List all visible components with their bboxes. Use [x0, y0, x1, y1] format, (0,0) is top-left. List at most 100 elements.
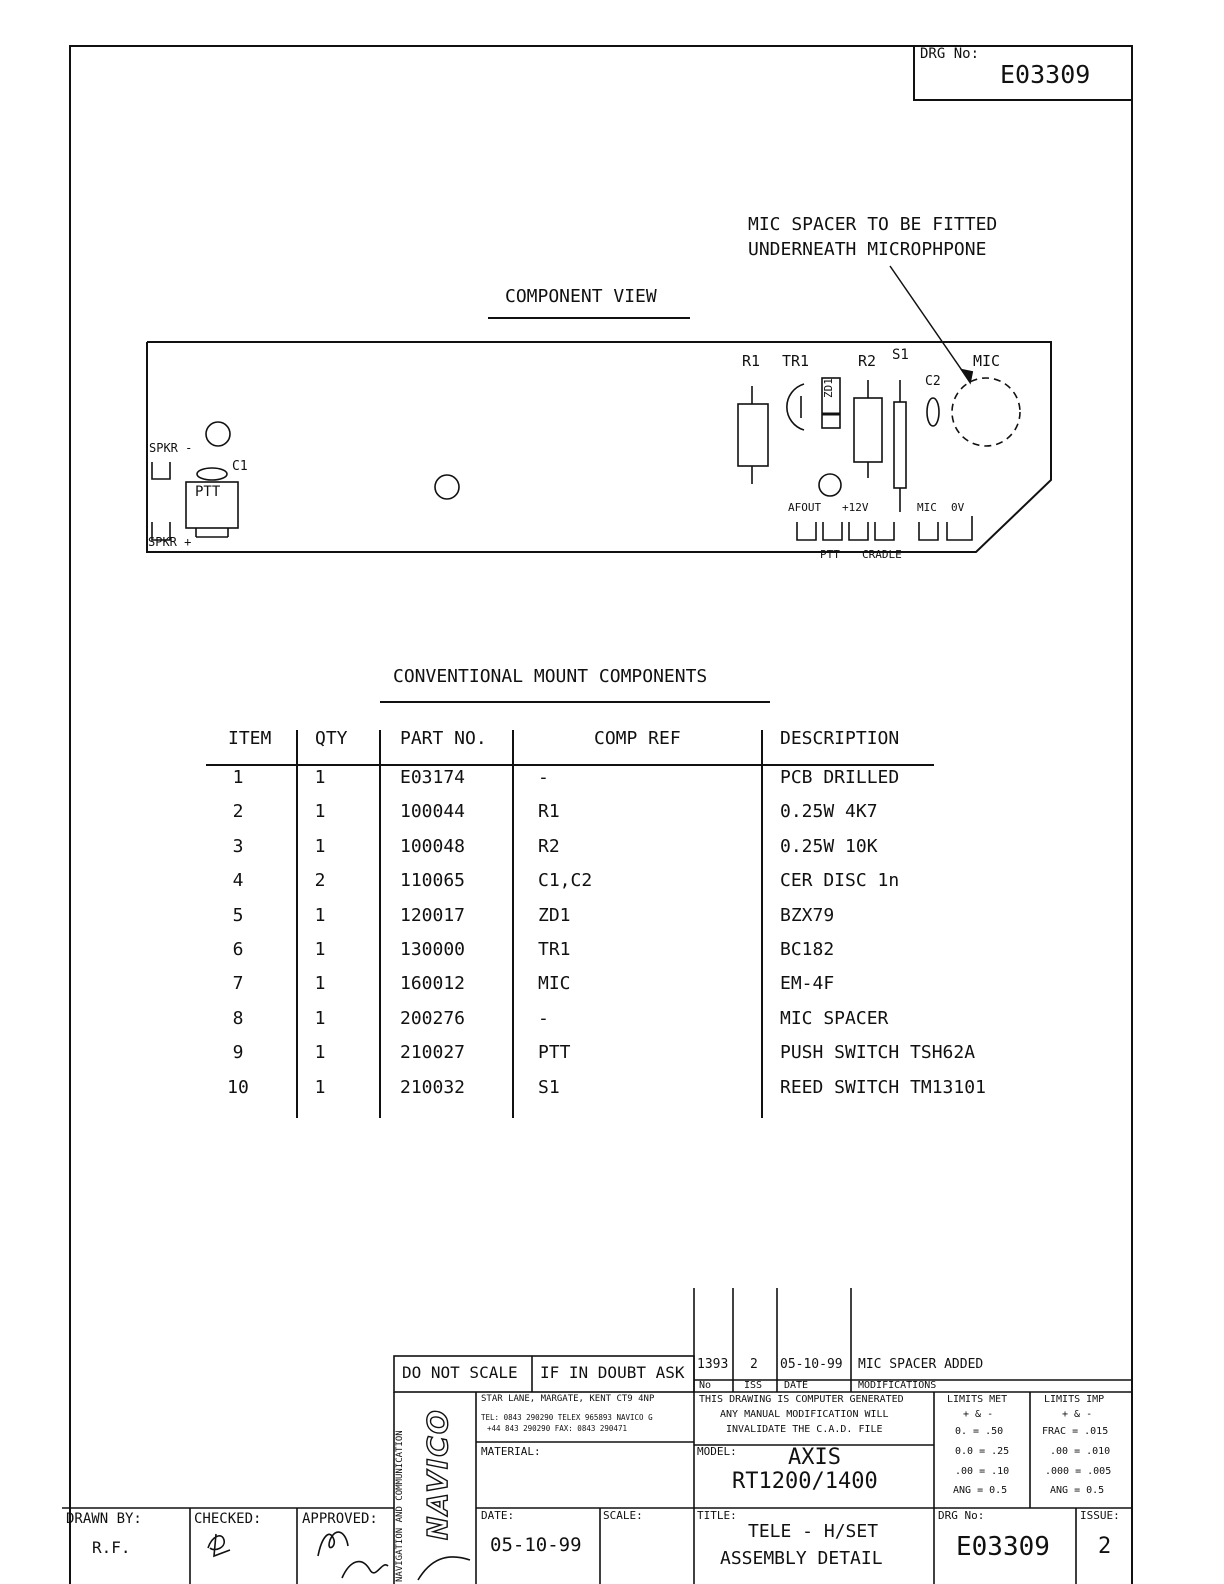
cad-notice-1: THIS DRAWING IS COMPUTER GENERATED [699, 1394, 904, 1405]
cell-part-no: 130000 [400, 939, 466, 960]
material-label: MATERIAL: [481, 1445, 541, 1458]
company-side-text: NAVIGATION AND COMMUNICATION [395, 1430, 405, 1582]
approved-label: APPROVED: [302, 1511, 378, 1527]
drawn-by-value: R.F. [92, 1538, 131, 1557]
cell-qty: 1 [314, 801, 326, 823]
c1-label: C1 [232, 459, 248, 474]
limits-met-2: 0.0 = .25 [955, 1446, 1010, 1457]
ptt-label: PTT [195, 484, 221, 500]
cell-comp-ref: S1 [538, 1076, 560, 1098]
limits-imp-sub: + & - [1062, 1409, 1093, 1420]
mod-no: 1393 [697, 1357, 729, 1372]
cell-part-no: E03174 [400, 767, 466, 788]
limits-imp-1: FRAC = .015 [1042, 1426, 1109, 1437]
cell-item: 5 [232, 904, 244, 926]
tel-line2: +44 843 290290 FAX: 0843 290471 [487, 1424, 627, 1433]
title-label: TITLE: [697, 1509, 737, 1522]
model-label: MODEL: [697, 1445, 737, 1458]
cad-notice-3: INVALIDATE THE C.A.D. FILE [726, 1424, 883, 1435]
cell-comp-ref: R2 [538, 835, 560, 857]
title-line1: TELE - H/SET [748, 1521, 879, 1542]
cell-part-no: 210027 [400, 1042, 466, 1064]
cell-description: MIC SPACER [780, 1007, 889, 1029]
cell-item: 7 [232, 973, 244, 995]
cell-description: 0.25W 10K [780, 835, 878, 857]
cell-comp-ref: R1 [538, 801, 560, 823]
spkr-minus-label: SPKR - [149, 441, 193, 455]
cell-description: EM-4F [780, 973, 835, 995]
cell-part-no: 120017 [400, 904, 466, 926]
c2-label: C2 [925, 374, 941, 389]
cell-description: BC182 [780, 939, 835, 960]
cell-comp-ref: - [538, 767, 549, 788]
cell-qty: 1 [314, 904, 326, 926]
cell-qty: 1 [314, 767, 326, 788]
cell-comp-ref: PTT [538, 1042, 571, 1064]
cell-part-no: 200276 [400, 1007, 466, 1029]
limits-met-1: 0. = .50 [955, 1426, 1004, 1437]
scale-label: SCALE: [603, 1509, 643, 1522]
limits-imp-title: LIMITS IMP [1044, 1394, 1105, 1405]
afout-label: AFOUT [788, 501, 822, 514]
if-in-doubt: IF IN DOUBT ASK [540, 1363, 685, 1382]
cell-part-no: 100044 [400, 801, 466, 823]
mod-header-no: No [699, 1380, 712, 1391]
cell-comp-ref: TR1 [538, 939, 571, 960]
cradle-label: CRADLE [862, 548, 902, 561]
drg-no-label: DRG No: [938, 1509, 985, 1522]
cell-item: 3 [232, 835, 244, 857]
cell-item: 8 [232, 1007, 244, 1029]
cell-item: 6 [232, 939, 244, 960]
header-comp-ref: COMP REF [594, 728, 681, 749]
cell-part-no: 210032 [400, 1076, 466, 1098]
header-qty: QTY [315, 728, 348, 749]
drg-box-label: DRG No: [920, 46, 980, 62]
tr1-label: TR1 [782, 352, 810, 370]
cell-item: 10 [227, 1076, 249, 1098]
limits-imp-3: .000 = .005 [1045, 1466, 1112, 1477]
mod-date: 05-10-99 [780, 1357, 843, 1372]
cell-comp-ref: MIC [538, 973, 571, 995]
cell-qty: 1 [314, 973, 326, 995]
ptt-pin-label: PTT [820, 548, 840, 561]
mic-label: MIC [973, 352, 1001, 370]
issue-label: ISSUE: [1080, 1509, 1120, 1522]
cell-description: CER DISC 1n [780, 870, 900, 892]
checked-signature [207, 1533, 231, 1558]
cell-description: PUSH SWITCH TSH62A [780, 1042, 976, 1064]
mod-header-mods: MODIFICATIONS [858, 1380, 937, 1391]
cell-qty: 2 [314, 870, 326, 892]
tel-line1: TEL: 0843 290290 TELEX 965893 NAVICO G [481, 1413, 653, 1422]
parts-table-title: CONVENTIONAL MOUNT COMPONENTS [393, 666, 708, 687]
spkr-plus-label: SPKR + [148, 535, 192, 549]
cell-item: 2 [232, 801, 244, 823]
mod-header-iss: ISS [744, 1380, 763, 1391]
r1-label: R1 [742, 352, 761, 370]
limits-imp-4: ANG = 0.5 [1050, 1485, 1105, 1496]
mod-text: MIC SPACER ADDED [858, 1357, 984, 1372]
limits-met-sub: + & - [963, 1409, 994, 1420]
mic-note-line1: MIC SPACER TO BE FITTED [748, 214, 998, 235]
header-description: DESCRIPTION [780, 728, 900, 749]
drg-no-value: E03309 [956, 1532, 1050, 1562]
mod-header-date: DATE [784, 1380, 809, 1391]
limits-met-3: .00 = .10 [955, 1466, 1010, 1477]
cell-qty: 1 [314, 1042, 326, 1064]
cell-item: 9 [232, 1042, 244, 1064]
cell-comp-ref: C1,C2 [538, 870, 593, 892]
title-line2: ASSEMBLY DETAIL [720, 1548, 883, 1569]
cell-item: 4 [232, 870, 244, 892]
navico-logo: NAVICO [420, 1408, 454, 1541]
cell-qty: 1 [314, 1076, 326, 1098]
header-item: ITEM [228, 728, 272, 749]
drg-box-value: E03309 [1000, 60, 1091, 89]
component-view-title: COMPONENT VIEW [505, 286, 657, 307]
approved-signature [317, 1531, 389, 1579]
cell-item: 1 [232, 767, 244, 788]
mod-iss: 2 [750, 1357, 758, 1372]
checked-label: CHECKED: [194, 1511, 262, 1527]
limits-met-4: ANG = 0.5 [953, 1485, 1008, 1496]
cell-qty: 1 [314, 1007, 326, 1029]
limits-met-title: LIMITS MET [947, 1394, 1008, 1405]
